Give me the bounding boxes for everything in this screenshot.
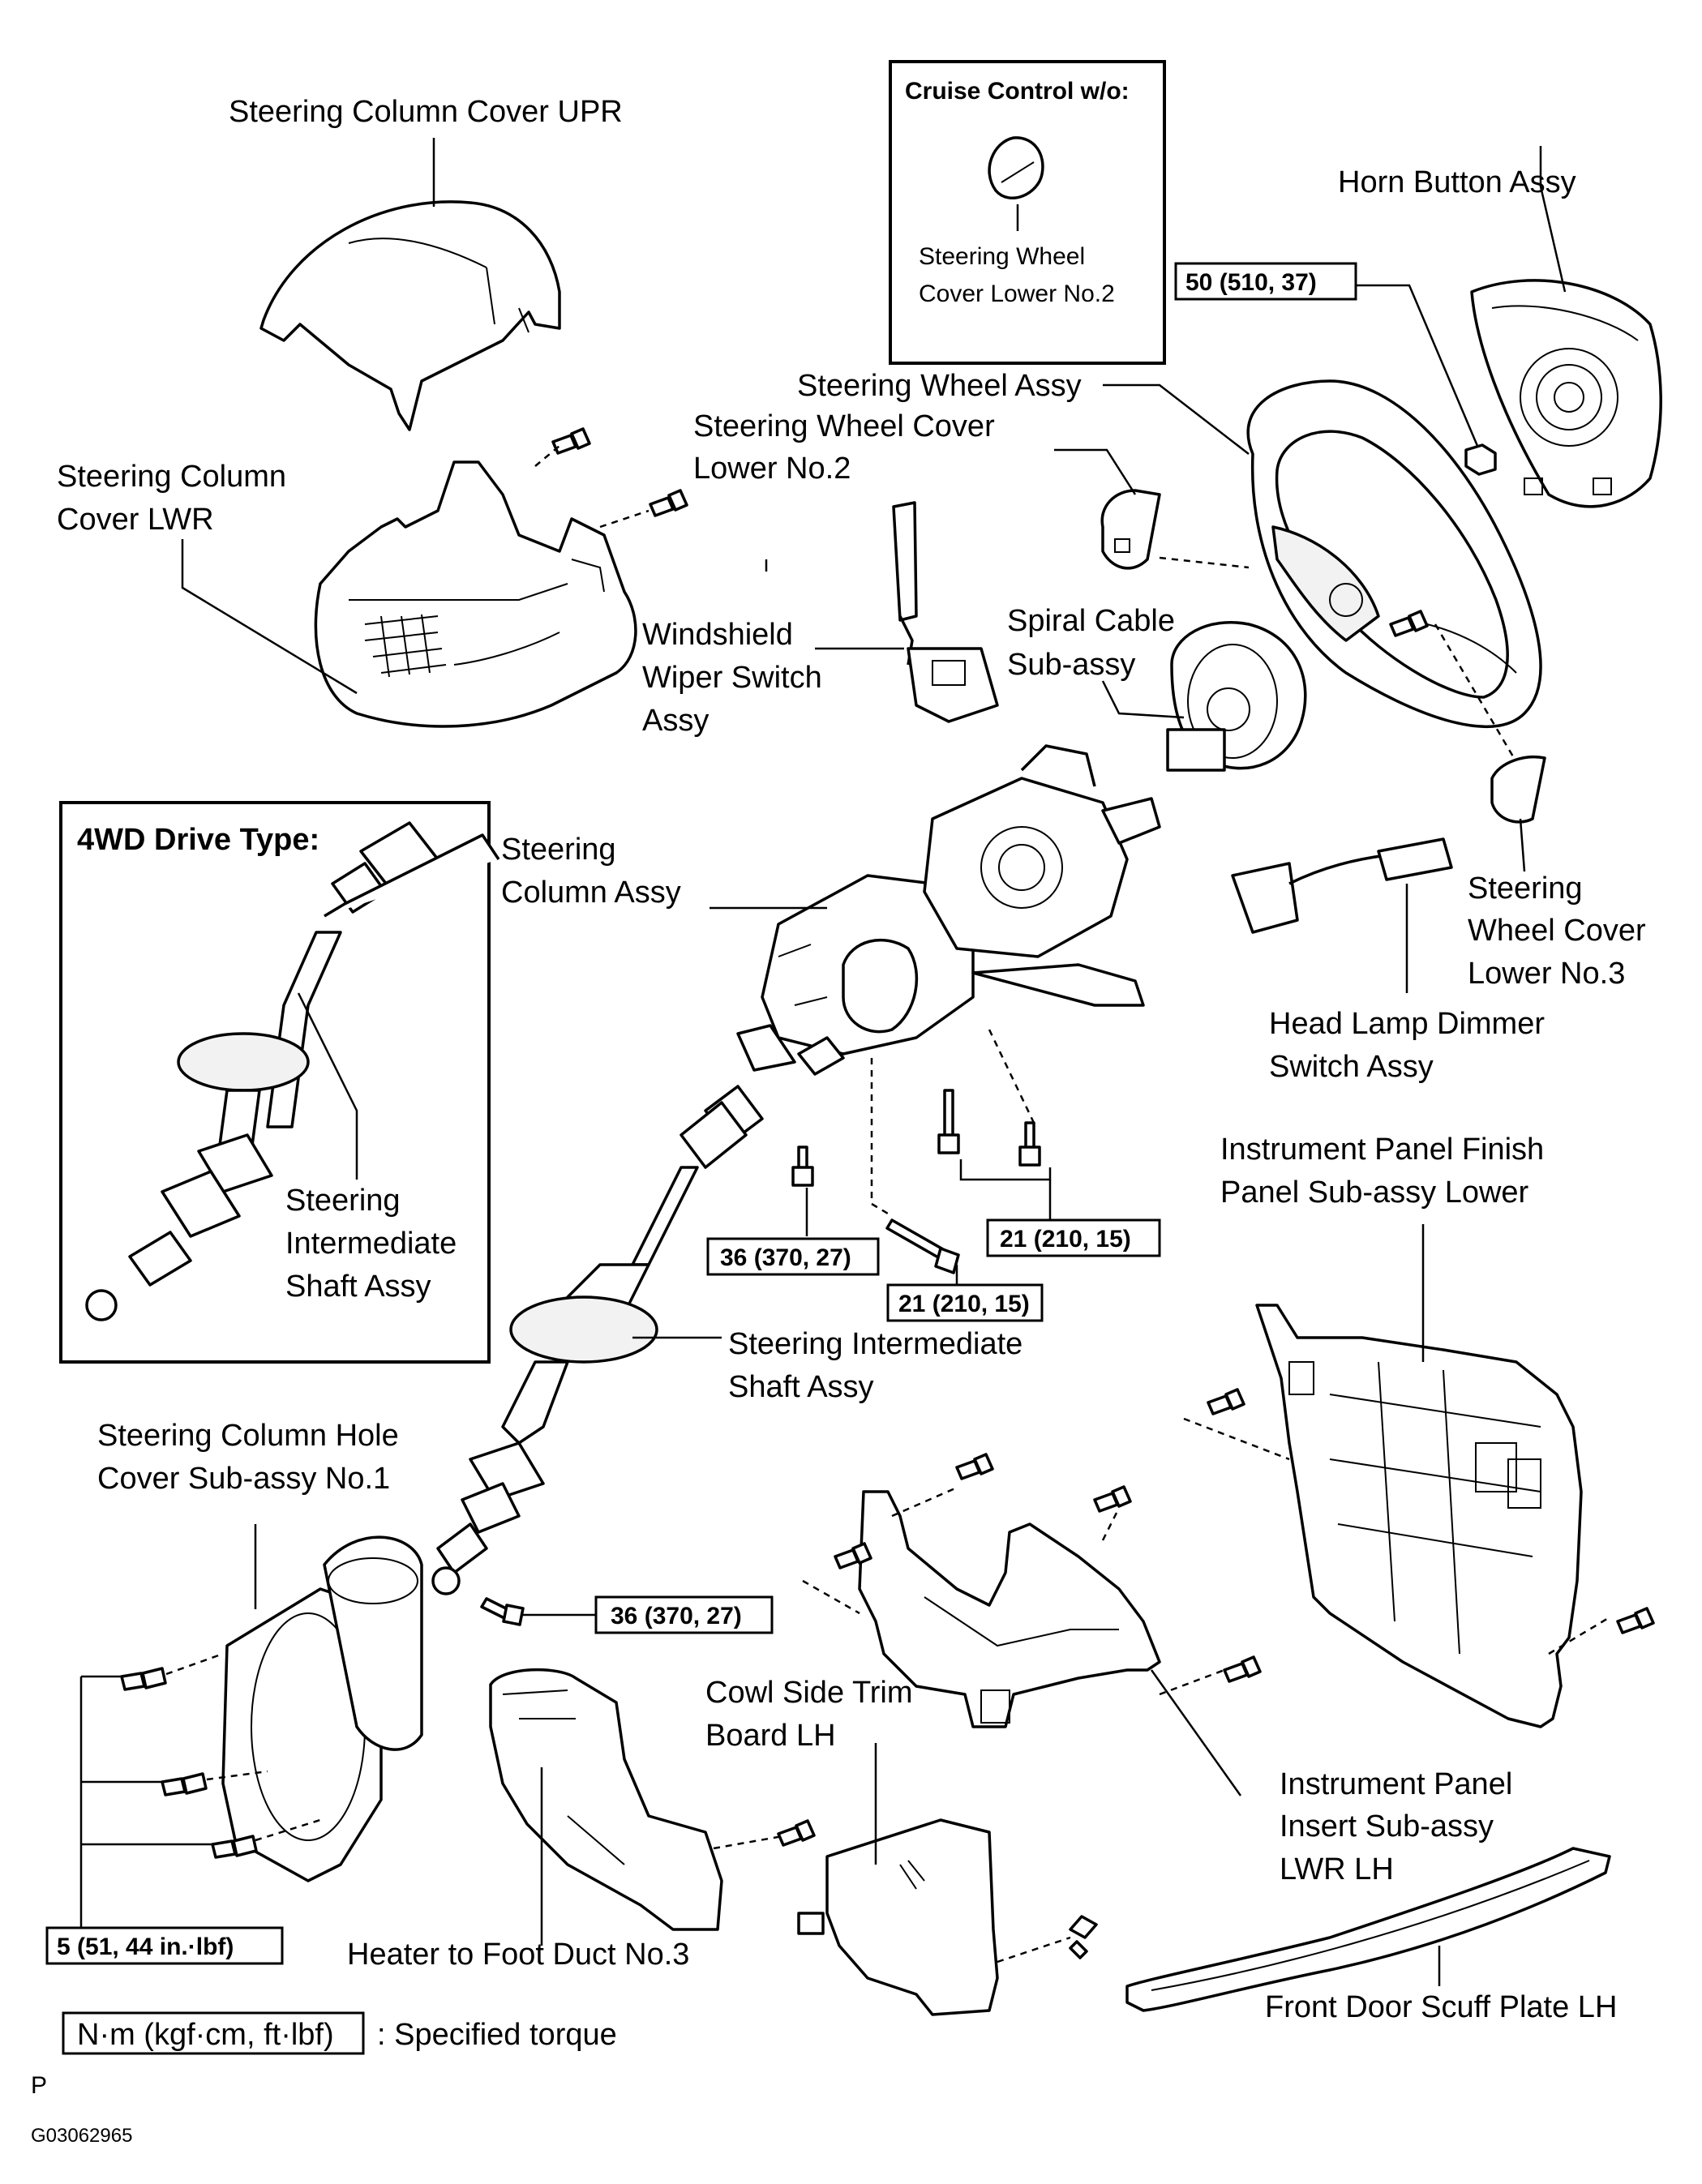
bolt-icon [885,1218,960,1274]
horn-button-part [1470,279,1662,508]
scuff-plate-part [1125,1847,1611,2012]
torque-column-bolt-c: 21 (210, 15) [898,1291,1030,1317]
column-cover-lwr-part [314,460,637,728]
label-heater-duct: Heater to Foot Duct No.3 [347,1938,689,1972]
label-panel-insert: LWR LH [1280,1852,1394,1886]
4wd-inset-frame [59,801,491,1364]
spiral-cable-part [1166,621,1307,772]
label-cruise-wheel-cover: Cover Lower No.2 [919,280,1115,307]
legend-description: : Specified torque [377,2018,617,2052]
screw-icon [1223,1655,1262,1683]
label-finish-panel: Instrument Panel Finish [1220,1133,1544,1167]
label-finish-panel: Panel Sub-assy Lower [1220,1176,1529,1210]
torque-shaft-bolt: 36 (370, 27) [611,1603,742,1629]
legend-torque-box [62,2011,365,2055]
bolt-icon [1018,1121,1041,1167]
bolt-icon [791,1146,814,1187]
label-wiper-switch: Wiper Switch [642,661,822,695]
screw-icon [834,1542,872,1569]
label-column-assy: Column Assy [501,876,681,910]
screw-icon [955,1453,994,1480]
steering-wheel-part [1246,379,1542,729]
wiper-switch-part [892,501,999,723]
screw-icon [1616,1607,1655,1634]
screw-icon [551,427,591,455]
label-head-lamp-switch: Switch Assy [1269,1050,1434,1084]
label-column-cover-lwr: Cover LWR [57,503,214,537]
label-scuff-plate: Front Door Scuff Plate LH [1265,1990,1617,2024]
torque-box [45,1926,284,1965]
bolt-icon [161,1772,208,1796]
screw-icon [1207,1388,1245,1415]
torque-box [594,1595,774,1634]
label-hole-cover: Cover Sub-assy No.1 [97,1462,390,1496]
label-horn-button: Horn Button Assy [1338,165,1576,199]
label-cowl-trim: Board LH [705,1719,836,1753]
hole-cover-part [221,1535,423,1882]
screw-icon [1389,610,1429,637]
label-wheel-cover-no2: Steering Wheel Cover [693,409,995,443]
torque-box [886,1283,1044,1322]
label-wheel-cover-no3: Lower No.3 [1468,957,1625,991]
panel-insert-part [858,1490,1161,1728]
finish-panel-part [1255,1304,1583,1728]
bolt-icon [120,1667,167,1691]
label-column-cover-lwr: Steering Column [57,460,286,494]
label-column-assy: Steering [501,833,616,867]
heater-duct-part [489,1668,723,1931]
wheel-cover-no2-part [1100,489,1161,570]
4wd-title: 4WD Drive Type: [77,823,319,857]
label-cruise-wheel-cover: Steering Wheel [919,243,1085,270]
corner-mark: P [31,2072,47,2099]
steering-column-part [761,744,1161,1076]
screw-icon [649,489,688,517]
head-lamp-switch-part [1231,837,1453,934]
label-intermediate-shaft: Shaft Assy [728,1370,874,1404]
torque-horn-nut: 50 (510, 37) [1185,269,1317,296]
wheel-cover-no3-part [1490,756,1546,824]
label-steering-wheel: Steering Wheel Assy [797,369,1082,403]
label-panel-insert: Instrument Panel [1280,1767,1512,1801]
label-hole-cover: Steering Column Hole [97,1419,399,1453]
label-spiral-cable: Sub-assy [1007,648,1135,682]
torque-box [706,1237,880,1276]
label-wheel-cover-no2: Lower No.2 [693,452,851,486]
label-4wd-intermediate-shaft: Steering [285,1184,401,1218]
column-cover-upr-part [259,200,561,431]
torque-column-bolt-a: 36 (370, 27) [720,1244,851,1271]
intermediate-shaft-part [431,1024,796,1595]
label-wiper-switch: Windshield [642,618,793,652]
label-column-cover-upr: Steering Column Cover UPR [229,95,623,129]
4wd-intermediate-shaft-part [85,821,500,1321]
bolt-icon [937,1089,960,1154]
nut-icon [1464,443,1497,476]
cruise-control-title: Cruise Control w/o: [905,78,1130,105]
torque-box [986,1218,1161,1257]
bolt-icon [480,1597,525,1626]
label-intermediate-shaft: Steering Intermediate [728,1327,1022,1361]
bolt-icon [211,1835,258,1859]
torque-column-bolt-b: 21 (210, 15) [1000,1226,1131,1253]
torque-hole-cover-bolts: 5 (51, 44 in.·lbf) [57,1933,234,1960]
label-cowl-trim: Cowl Side Trim [705,1676,913,1710]
figure-code: G03062965 [31,2125,132,2147]
label-wheel-cover-no3: Wheel Cover [1468,914,1646,948]
cruise-control-inset-frame [889,60,1166,365]
clip-icon [1069,1915,1098,1959]
screw-icon [777,1819,816,1847]
cowl-trim-part [797,1818,999,2016]
label-4wd-intermediate-shaft: Intermediate [285,1227,457,1261]
cruise-wheel-cover-part [988,136,1044,199]
label-spiral-cable: Spiral Cable [1007,604,1175,638]
label-panel-insert: Insert Sub-assy [1280,1809,1494,1844]
label-head-lamp-switch: Head Lamp Dimmer [1269,1007,1545,1041]
screw-icon [1093,1485,1132,1513]
torque-box [1174,262,1357,301]
label-wiper-switch: Assy [642,704,709,738]
label-wheel-cover-no3: Steering [1468,871,1583,906]
label-4wd-intermediate-shaft: Shaft Assy [285,1270,431,1304]
legend-unit-text: N·m (kgf·cm, ft·lbf) [77,2018,334,2052]
